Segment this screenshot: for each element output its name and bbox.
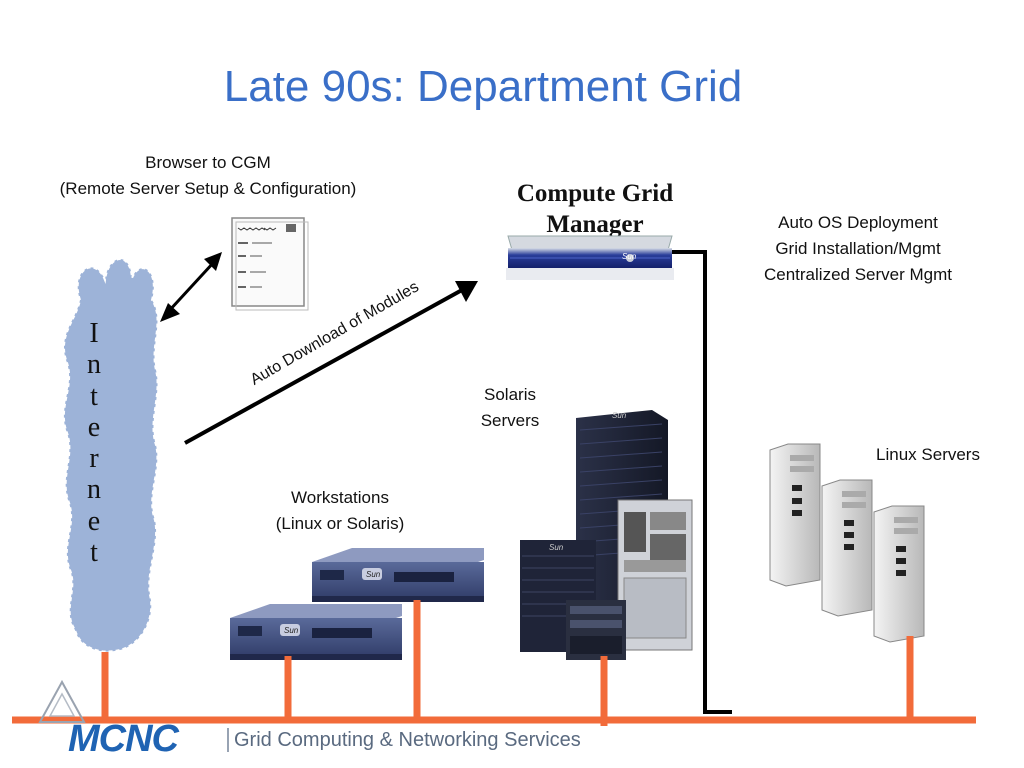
- linux-server-3-icon: [873, 505, 925, 643]
- cgm-label-line1: Compute Grid: [516, 180, 674, 207]
- browser-label-line2: (Remote Server Setup & Configuration): [59, 179, 357, 198]
- solaris-label-line1: Solaris: [484, 385, 536, 404]
- cgm-label-line2: Manager: [546, 211, 644, 238]
- internet-letter: t: [90, 537, 98, 569]
- workstations-label-line1: Workstations: [291, 488, 389, 507]
- cgm-server-icon: [506, 235, 674, 280]
- internet-letter: r: [89, 443, 99, 475]
- network-backbone: [12, 600, 976, 726]
- workstation-back-icon: [312, 548, 484, 602]
- workstation-back-sun-badge: Sun: [366, 570, 381, 579]
- linux-server-1-icon: [769, 443, 821, 587]
- footer-tagline: Grid Computing & Networking Services: [234, 729, 581, 751]
- solaris-box-sun-badge: Sun: [549, 543, 564, 552]
- browser-label: Browser to CGM (Remote Server Setup & Co…: [20, 150, 396, 202]
- cgm-link-line: [672, 250, 732, 714]
- workstation-front-sun-badge: Sun: [284, 626, 299, 635]
- solaris-label: Solaris Servers: [460, 382, 560, 434]
- workstations-label-line2: (Linux or Solaris): [275, 514, 405, 533]
- footer-triangle-logo: [38, 679, 86, 723]
- internet-letter: t: [90, 380, 98, 412]
- workstations-label: Workstations (Linux or Solaris): [250, 485, 430, 537]
- cgm-feature-1: Auto OS Deployment: [778, 213, 938, 232]
- internet-letter: n: [87, 474, 101, 506]
- internet-cloud: [62, 258, 159, 653]
- internet-letter: n: [87, 349, 101, 381]
- internet-letter: e: [87, 411, 101, 443]
- solaris-label-line2: Servers: [480, 411, 540, 430]
- page-title: Late 90s: Department Grid: [223, 62, 743, 111]
- internet-letter: I: [89, 318, 99, 349]
- internet-label: I n t e r n e t: [78, 318, 110, 568]
- linux-server-2-icon: [821, 479, 873, 617]
- cgm-sun-badge: Sun: [622, 252, 637, 261]
- cgm-label: Compute Grid Manager: [490, 178, 700, 240]
- browser-label-line1: Browser to CGM: [145, 153, 271, 172]
- cgm-feature-3: Centralized Server Mgmt: [763, 265, 952, 284]
- cgm-feature-2: Grid Installation/Mgmt: [775, 239, 941, 258]
- auto-download-arrow: [184, 281, 478, 445]
- browser-double-arrow: [160, 252, 222, 322]
- workstation-front-icon: [230, 604, 402, 660]
- solaris-tower-sun-badge: Sun: [612, 411, 627, 420]
- solaris-servers-icon: [520, 410, 693, 660]
- mcnc-logo: MCNC: [68, 718, 179, 760]
- internet-letter: e: [87, 505, 101, 537]
- browser-document-icon: [231, 217, 309, 311]
- cgm-features: Auto OS Deployment Grid Installation/Mgm…: [730, 210, 986, 288]
- linux-label: Linux Servers: [876, 445, 980, 464]
